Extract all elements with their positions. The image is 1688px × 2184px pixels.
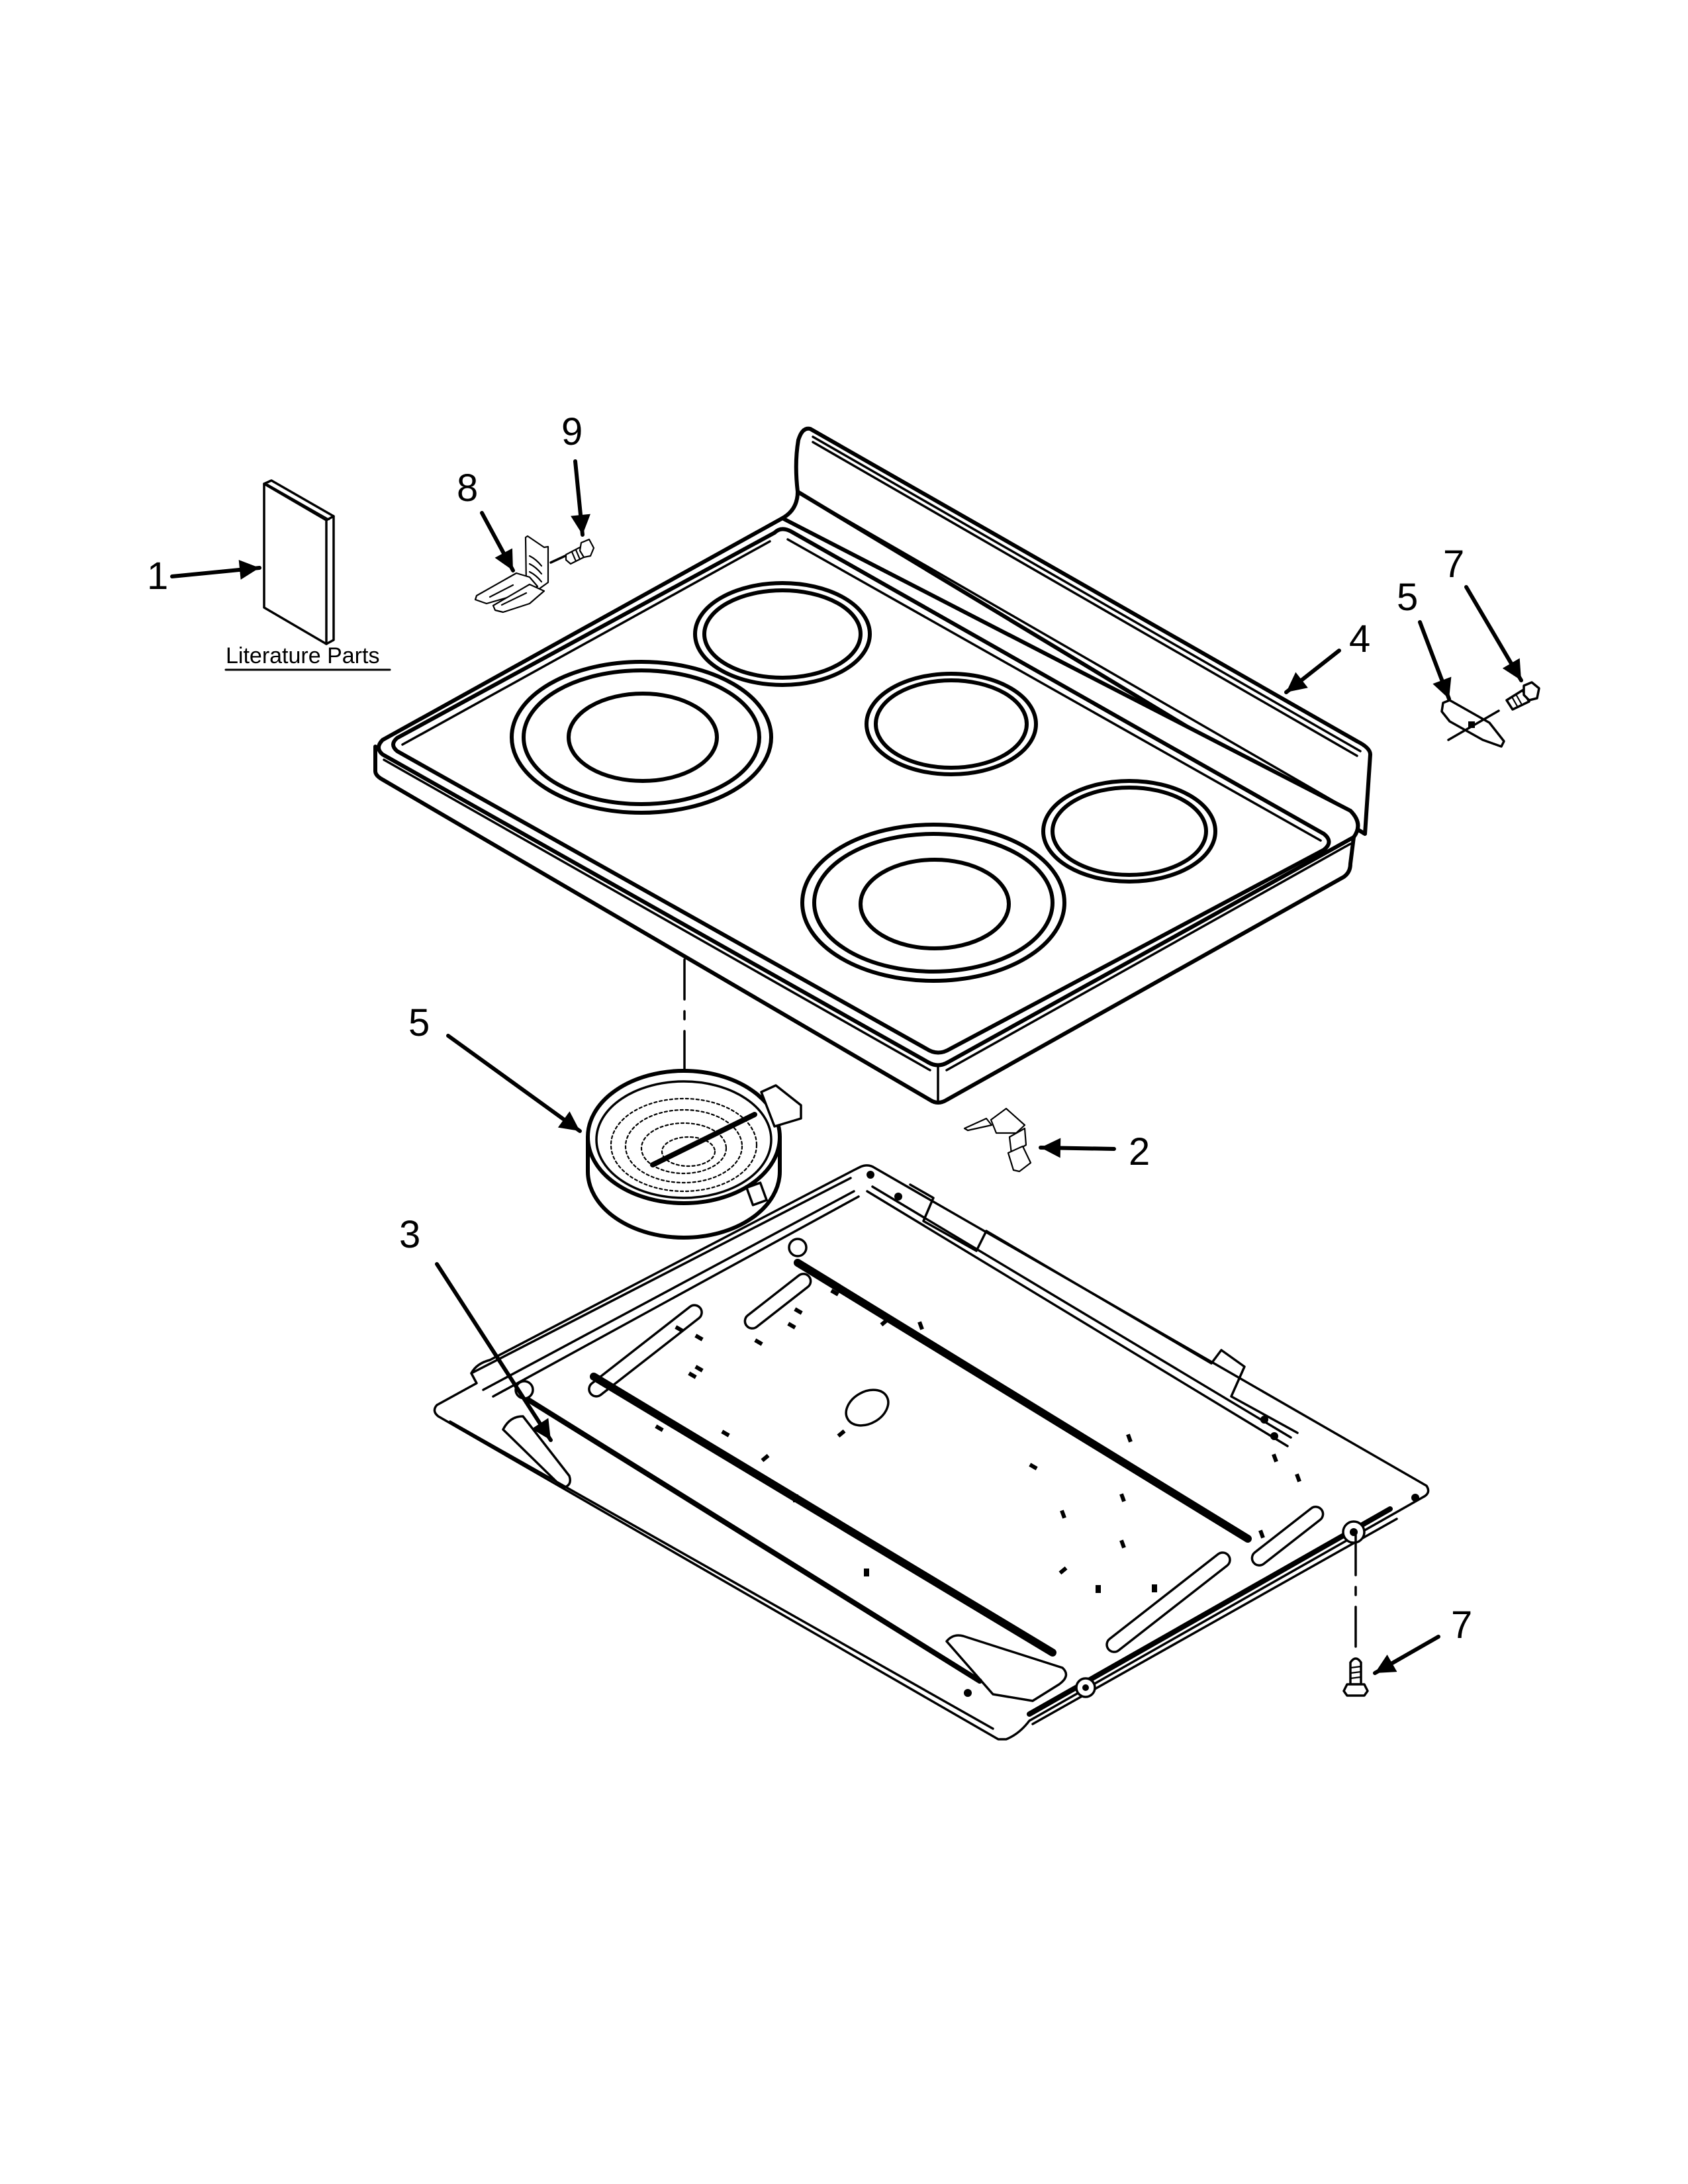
callout-9-leader — [571, 459, 590, 537]
cooktop-glass-part[interactable] — [373, 426, 1372, 1105]
burner-back-left — [693, 581, 872, 687]
bracket-part[interactable] — [474, 535, 549, 614]
literature-book-part[interactable] — [263, 479, 335, 645]
callout-9-label: 9 — [561, 410, 583, 453]
callout-3-label: 3 — [399, 1213, 420, 1256]
tray-screw-part[interactable] — [1342, 1534, 1369, 1697]
callout-4-label: 4 — [1349, 617, 1370, 660]
callout-3-leader — [435, 1262, 553, 1442]
callout-5-label: 5 — [408, 1001, 430, 1044]
callout-7b-label: 7 — [1451, 1604, 1472, 1647]
clip-screw-part[interactable] — [1505, 681, 1540, 711]
callout-5-leader — [446, 1034, 582, 1133]
callout-1-leader — [170, 560, 261, 580]
callout-6-leader — [1418, 620, 1452, 701]
burner-box-tray-part[interactable] — [433, 1164, 1430, 1741]
radiant-element-part[interactable] — [586, 958, 802, 1240]
clip-part[interactable] — [963, 1107, 1032, 1173]
callout-7b-leader — [1373, 1635, 1440, 1675]
callout-1-label: 1 — [147, 555, 168, 598]
bracket-screw-part[interactable] — [549, 538, 595, 565]
callout-6-label: 5 — [1397, 576, 1418, 619]
literature-parts-caption: Literature Parts — [226, 643, 379, 668]
burner-large-left — [510, 660, 773, 815]
burner-large-front — [800, 823, 1066, 983]
callout-7a-label: 7 — [1443, 543, 1464, 586]
burner-middle — [865, 672, 1038, 776]
callout-8-label: 8 — [457, 467, 478, 510]
callout-7a-leader — [1464, 585, 1523, 682]
callout-4-leader — [1284, 649, 1341, 694]
callout-2-leader — [1039, 1138, 1116, 1158]
bracket-clip-part[interactable] — [1440, 699, 1505, 748]
burner-right — [1041, 779, 1217, 884]
callout-2-label: 2 — [1129, 1130, 1150, 1173]
callout-8-leader — [480, 511, 515, 572]
